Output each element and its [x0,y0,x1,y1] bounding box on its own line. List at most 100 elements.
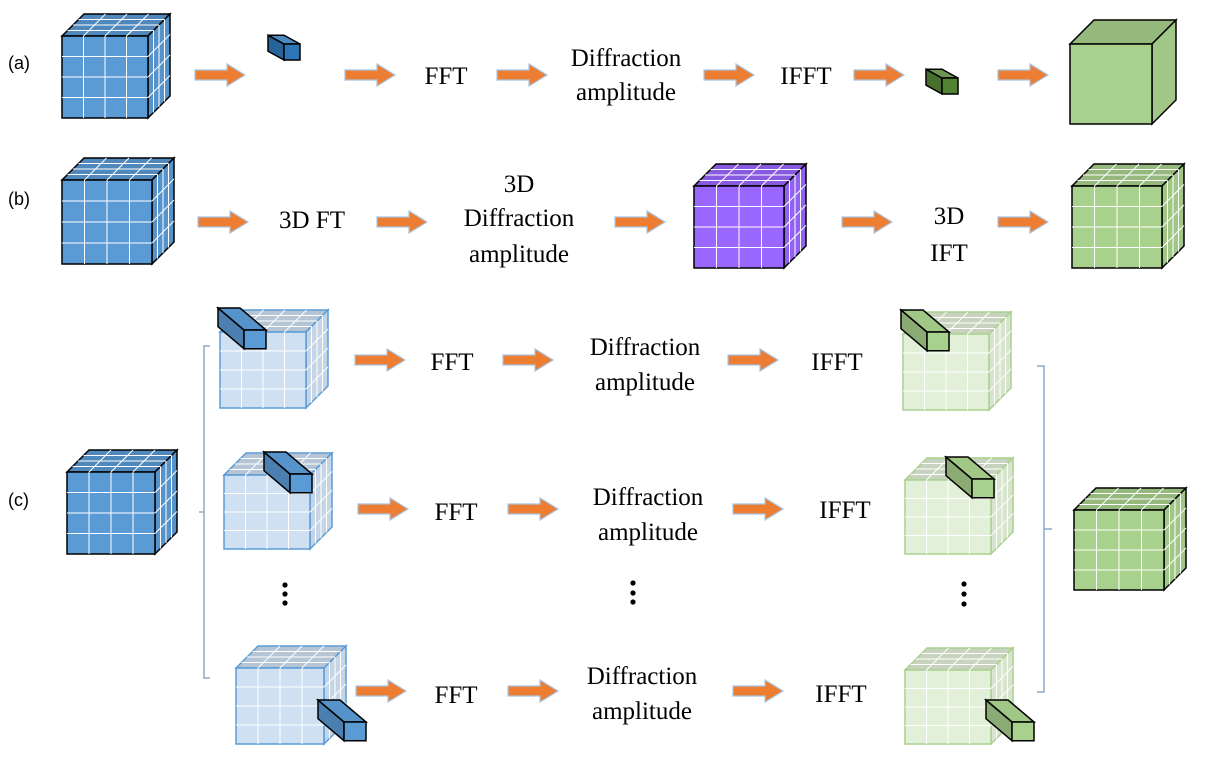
ifft-label: IFFT [815,681,866,708]
diffraction-label: Diffraction [593,484,704,511]
reconstructed-cube [903,646,1015,746]
arrow-shape [997,62,1050,88]
arrow [841,209,894,235]
grid-line [301,645,325,669]
grid-line [151,199,175,223]
row-3: FFT Diffraction amplitude IFFT [234,644,1037,746]
arrow-shape [496,62,549,88]
cube-front-face [1069,43,1153,125]
grid-line [969,647,992,671]
arrow [355,678,408,704]
bar-front-face [941,77,959,95]
ft3d-label: 3D FT [279,207,345,234]
grid-line [988,368,1012,392]
grid-line [284,309,307,333]
grid-line [1163,527,1187,551]
grid-line [305,347,329,371]
fft-label: FFT [434,499,477,526]
amp3d-line1: 3D [504,171,535,198]
arrow-shape [507,678,560,704]
ifft-label: IFFT [811,349,862,376]
diffraction-label: Diffraction [590,334,701,361]
diffraction-cube [692,162,808,270]
arrow-shape [344,62,397,88]
amplitude-label: amplitude [595,369,695,396]
ellipsis-dots [282,580,967,607]
output-cube [1070,162,1186,270]
arrow [614,209,667,235]
arrow [502,347,555,373]
arrow-shape [853,62,906,88]
arrow [376,209,429,235]
arrow [997,62,1050,88]
grid-line [1161,204,1185,228]
diffraction-label: Diffraction [587,663,698,690]
grid-line [305,366,329,390]
grid-line [761,163,784,187]
arrow-shape [507,496,560,522]
arrow [727,347,780,373]
arrow-shape [376,209,429,235]
grid-line [1161,225,1185,248]
row-2: FFT Diffraction amplitude IFFT [222,450,1015,556]
bar-front-face [343,721,367,742]
panel-a: (a) FFT Diffraction amplitude IFFT [8,12,1178,126]
input-cube [65,448,179,556]
grid-line [132,449,156,473]
arrow-shape [614,209,667,235]
bar-front-face [926,331,950,352]
arrow [354,347,407,373]
grid-line [309,489,333,513]
diffraction-label: Diffraction [571,45,682,72]
grid-line [129,157,152,181]
panel-c-label: (c) [8,490,29,510]
arrow [853,62,906,88]
arrow [496,62,549,88]
arrow-shape [727,347,780,373]
arrow-shape [197,209,250,235]
panel-b: (b) 3D FT 3D Diffraction amplitude 3D IF… [8,156,1186,270]
arrow-shape [997,209,1050,235]
grid-line [783,225,807,248]
arrow-shape [732,496,785,522]
amp3d-line2: Diffraction [464,205,575,232]
reconstructed-block [925,67,959,96]
extracted-block [267,33,301,62]
arrow [357,496,410,522]
fft-label: FFT [424,63,467,90]
ifft-label: IFFT [780,63,831,90]
arrow [997,209,1050,235]
left-bracket [199,345,210,679]
arrow [703,62,756,88]
arrow [344,62,397,88]
grid-line [126,13,149,37]
grid-line [154,490,178,514]
sub-block [261,450,315,495]
output-cube [1068,18,1178,126]
ift3d-line2: IFT [930,240,968,267]
bar-front-face [283,43,301,61]
bar-front-face [971,478,995,499]
arrow-shape [355,678,408,704]
arrow [197,209,250,235]
grid-line [309,508,333,531]
arrow [507,678,560,704]
sub-block [215,306,269,351]
arrow [732,496,785,522]
grid-line [783,204,807,228]
reconstructed-sub-block [943,455,997,500]
arrow-shape [732,678,785,704]
arrow [194,62,247,88]
ifft-label: IFFT [819,497,870,524]
reconstructed-sub-block [898,308,952,353]
fft-label: FFT [434,682,477,709]
arrow-shape [502,347,555,373]
grid-line [967,311,990,335]
input-cube [60,156,176,266]
sub-block [315,698,369,743]
bar-front-face [243,329,267,350]
amplitude-label: amplitude [598,519,698,546]
grid-line [147,75,171,98]
grid-line [988,349,1012,373]
